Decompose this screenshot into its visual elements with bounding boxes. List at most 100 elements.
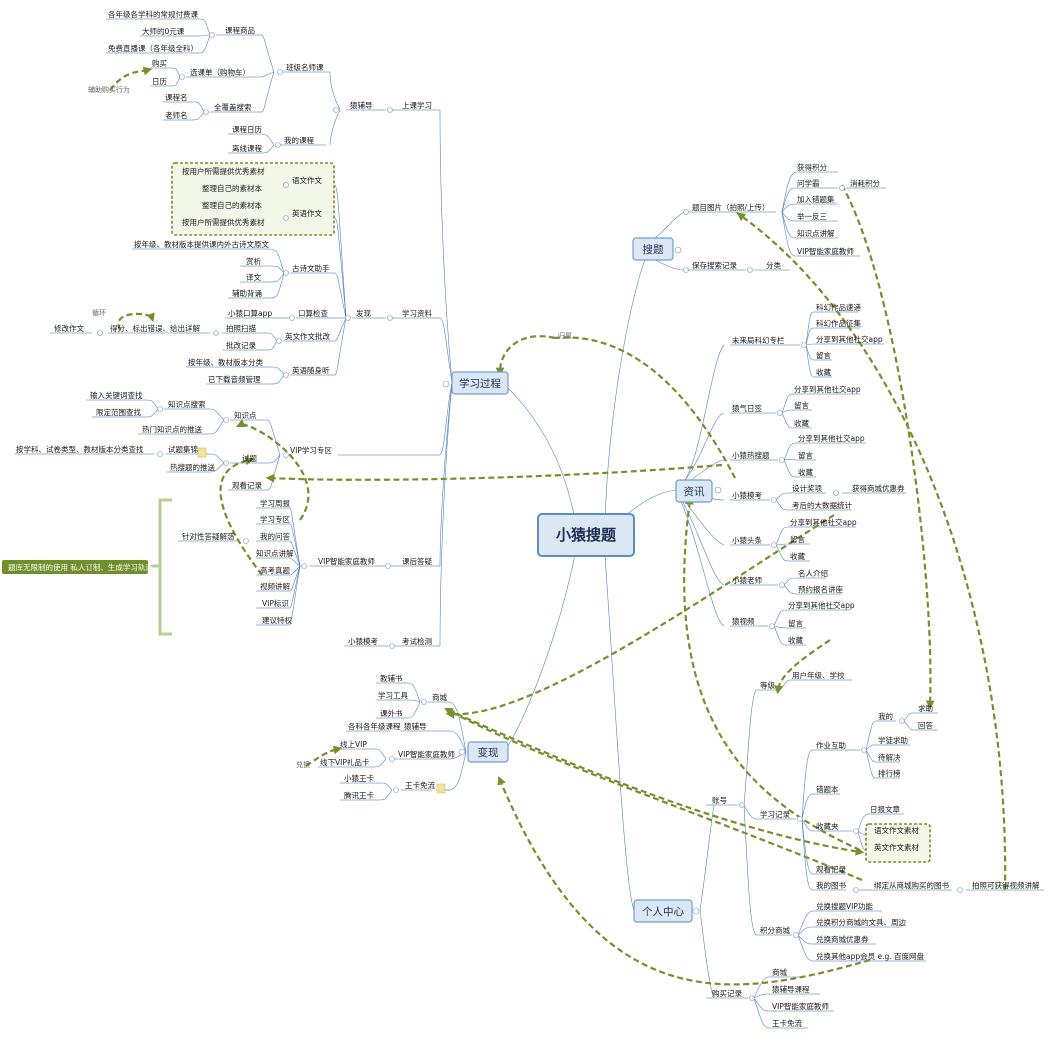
node-anxueke: 按学科、试卷类型、教材版本分类查找 — [16, 444, 144, 454]
svg-text:学习过程: 学习过程 — [459, 377, 501, 390]
node-k1: 各年级各学科的常规付费课 — [108, 9, 198, 19]
node-sc-item: 学习工具 — [378, 690, 408, 700]
node-jf-item: 兑换其他app会员 e.g. 百度网盘 — [816, 951, 925, 961]
node-yingyu: 英语作文 — [292, 208, 322, 218]
node-soti-item: 举一反三 — [797, 211, 827, 221]
node-kehou-item: 学习周报 — [260, 498, 290, 508]
node-g2: 译文 — [246, 272, 261, 282]
node-vipzhuanqu: VIP学习专区 — [290, 445, 332, 455]
node-weilai-item: 科幻作品征集 — [816, 318, 861, 328]
node-xueba: 学徒求助 — [878, 735, 908, 745]
node-g1: 赏析 — [246, 256, 261, 266]
node-suishenting: 英语随身听 — [292, 365, 330, 375]
node-paizhao: 拍照扫描 — [226, 323, 256, 333]
node-paizhao-video: 拍照可获得视频讲解 — [972, 880, 1040, 890]
personal-nodes[interactable]: 账号 等级 用户年级、学校 学习记录 作业互助 我的 求助 回答 学徒求助 待解… — [712, 670, 1040, 1028]
node-shipin-item: 收藏 — [788, 635, 803, 645]
node-shiti: 试题 — [242, 453, 257, 463]
node-shangcheng: 商城 — [432, 692, 447, 702]
node-rili: 日历 — [152, 77, 167, 86]
node-resou: 小猿热搜题 — [732, 450, 770, 460]
vip-note-box: 题库无限制的使用 私人订制、生成学习轨迹 — [2, 560, 153, 574]
node-xianshang: 线上VIP — [340, 739, 367, 749]
node-yingwenpigai: 英文作文批改 — [285, 331, 330, 341]
node-pigaijilu: 批改记录 — [226, 340, 256, 350]
node-laoshi-item: 名人介绍 — [798, 568, 828, 578]
node-kaoshi: 考试检测 — [402, 636, 432, 646]
node-zhaoqi-item: 留言 — [794, 400, 809, 410]
topic-search[interactable]: 搜题 — [632, 237, 674, 261]
learning-nodes[interactable]: 上课学习 猿辅导 班级名师课 课程商品 各年级各学科的常规付费课 大师的0元课 … — [16, 9, 432, 646]
node-bangding: 绑定从商城购买的图书 — [874, 880, 949, 890]
node-weilai-item: 科幻作品速递 — [816, 302, 861, 312]
topic-news[interactable]: 资讯 — [675, 479, 713, 503]
node-shitiji: 试题集锦 — [168, 444, 198, 454]
node-kehou-item: VIP标识 — [262, 598, 289, 608]
node-shipin: 猿视频 — [732, 616, 755, 626]
node-soti-item: VIP智能家庭教师 — [797, 246, 854, 256]
node-resou-item: 分享到其他社交app — [798, 433, 865, 443]
node-faxian: 发现 — [356, 308, 371, 318]
node-jf-item: 兑换商城优惠券 — [816, 934, 869, 944]
svg-text:搜题: 搜题 — [643, 243, 664, 256]
node-e2: 按用户所需提供优秀素材 — [182, 217, 265, 227]
node-kehou-item: 我的问答 — [260, 531, 290, 541]
node-shangke: 上课学习 — [402, 100, 432, 110]
node-e1: 整理自己的素材本 — [202, 200, 262, 210]
edge-label-assist: 辅助购买行为 — [88, 85, 130, 94]
soti-links — [634, 171, 886, 271]
node-xianxia: 线下VIP礼品卡 — [320, 757, 370, 767]
edge-label-loop: 循环 — [92, 308, 106, 317]
svg-text:资讯: 资讯 — [684, 485, 705, 498]
node-wk-item: 小猿王卡 — [344, 773, 374, 783]
node-soti-item: 获得积分 — [797, 162, 827, 172]
node-bx-yuanfudao: 猿辅导 — [404, 721, 427, 731]
node-soti-item: 知识点讲解 — [797, 228, 835, 238]
topic-monetize[interactable]: 变现 — [467, 741, 509, 763]
node-xianding: 限定范围查找 — [96, 407, 141, 417]
vip-note-text: 题库无限制的使用 私人订制、生成学习轨迹 — [8, 562, 153, 572]
topic-personal[interactable]: 个人中心 — [633, 899, 693, 923]
node-daijiejue: 待解决 — [878, 752, 901, 762]
relation-arrows — [109, 66, 1007, 986]
node-ribao: 日报文章 — [870, 804, 900, 814]
node-sheji: 设计奖项 — [792, 483, 822, 493]
node-bx-vipjiaoshi: VIP智能家庭教师 — [398, 749, 455, 759]
topic-learning[interactable]: 学习过程 — [451, 371, 509, 395]
node-wangka: 王卡免流 — [405, 780, 435, 790]
node-zhaoqi-item: 收藏 — [794, 418, 809, 428]
node-kechengming: 课程名 — [165, 92, 188, 102]
node-toutiao-item: 留言 — [790, 534, 805, 544]
svg-text:变现: 变现 — [478, 746, 499, 759]
node-weilai-item: 分享到其他社交app — [816, 334, 883, 344]
node-wodetushu: 我的图书 — [816, 880, 846, 890]
node-laoshiming: 老师名 — [165, 110, 188, 120]
node-goumai: 购买 — [152, 58, 167, 68]
node-xiugai: 修改作文 — [54, 323, 84, 333]
node-kaohou: 考后的大数据统计 — [792, 500, 852, 510]
monetize-nodes[interactable]: 商城 教辅书 学习工具 课外书 猿辅导 各科各年级课程 VIP智能家庭教师 线上… — [320, 673, 455, 800]
node-kehou-item: 高考真题 — [260, 565, 290, 575]
node-gm-item: 商城 — [772, 967, 787, 977]
node-s1: 按年级、教材版本分类 — [188, 357, 263, 367]
node-resou-item: 留言 — [798, 450, 813, 460]
collapse-toggles[interactable] — [97, 32, 963, 1001]
node-wodekecheng: 我的课程 — [284, 135, 314, 145]
node-k3: 免费直播课（各年级全科） — [108, 43, 198, 53]
news-nodes[interactable]: 未来局科幻专栏 科幻作品速递 科幻作品征集 分享到其他社交app 留言 收藏 猿… — [732, 302, 905, 645]
node-dengji: 等级 — [760, 680, 775, 690]
node-kehou-item: 建议特权 — [262, 615, 292, 625]
edge-label-redeem: 兑换 — [296, 760, 310, 769]
node-y2: 整理自己的素材本 — [202, 183, 262, 193]
root-node[interactable]: 小猿搜题 — [537, 513, 635, 557]
node-huode: 获得商城优惠券 — [852, 483, 905, 493]
node-yonghu: 用户年级、学校 — [792, 670, 845, 680]
node-shipin-item: 分享到其他社交app — [788, 600, 855, 610]
vip-bracket — [158, 498, 172, 636]
node-shoucang: 收藏夹 — [816, 821, 839, 831]
node-sc-item: 教辅书 — [380, 673, 403, 683]
node-defen: 得分、标出错误、给出详解 — [110, 323, 200, 333]
node-xuexijilu: 学习记录 — [760, 809, 790, 819]
search-nodes[interactable]: 题目图片（拍照/上传） 获得积分 问学霸 加入错题集 举一反三 知识点讲解 VI… — [692, 162, 880, 270]
